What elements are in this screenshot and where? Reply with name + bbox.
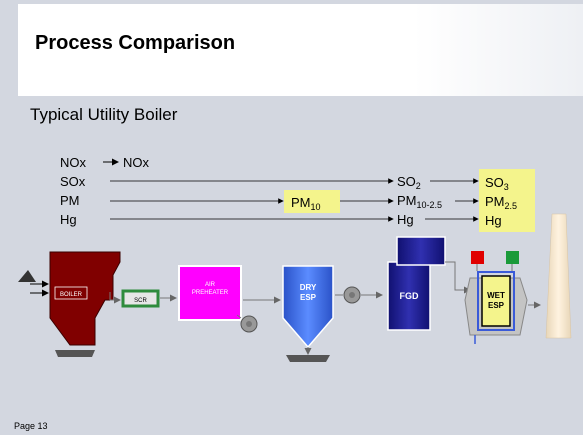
pm10-base: PM bbox=[291, 195, 311, 210]
scr-box bbox=[121, 289, 160, 308]
boiler-label: BOILER bbox=[60, 292, 83, 298]
scr-unit: SCR bbox=[121, 289, 160, 308]
so2-base: SO bbox=[397, 174, 416, 189]
dry-esp-unit: DRY ESP bbox=[282, 265, 334, 362]
output-box: SO3 PM2.5 Hg bbox=[479, 169, 535, 232]
wet-esp-red-indicator bbox=[471, 251, 484, 264]
pm25-base: PM bbox=[485, 194, 505, 209]
pm10-sub: 10 bbox=[311, 202, 321, 212]
dry-esp-shape bbox=[282, 265, 334, 349]
pm1025-base: PM bbox=[397, 193, 417, 208]
stack-icon bbox=[545, 213, 572, 339]
wet-esp-box bbox=[481, 275, 511, 327]
dry-esp-label-2: ESP bbox=[300, 293, 317, 302]
fgd-top bbox=[396, 236, 446, 266]
wet-esp-label-2: ESP bbox=[488, 301, 505, 310]
boiler-shape bbox=[49, 251, 121, 346]
hg-mid-label: Hg bbox=[397, 212, 414, 227]
boiler-unit: BOILER bbox=[49, 251, 121, 357]
fgd-unit: FGD bbox=[387, 236, 446, 331]
so3-base: SO bbox=[485, 175, 504, 190]
fgd-label: FGD bbox=[400, 291, 419, 301]
svg-text:SO2: SO2 bbox=[397, 174, 421, 191]
mid-stream-labels: SO2 PM10-2.5 Hg bbox=[397, 174, 479, 227]
fan-icon bbox=[343, 286, 361, 304]
svg-text:SO3: SO3 bbox=[485, 175, 509, 192]
so2-sub: 2 bbox=[416, 181, 421, 191]
nox-out-label: NOx bbox=[123, 155, 150, 170]
page-label: Page 13 bbox=[14, 421, 48, 431]
flyash-hopper-icon bbox=[286, 355, 330, 362]
air-preheater-box bbox=[178, 265, 242, 321]
air-preheater-unit: AIR PREHEATER bbox=[178, 265, 242, 321]
wet-esp-green-indicator bbox=[506, 251, 519, 264]
svg-text:PM10: PM10 bbox=[291, 195, 321, 212]
pm1025-sub: 10-2.5 bbox=[417, 200, 443, 210]
dry-esp-label-1: DRY bbox=[300, 283, 317, 292]
pollutant-labels: NOx NOx SOx PM Hg bbox=[60, 155, 394, 227]
svg-text:PM10-2.5: PM10-2.5 bbox=[397, 193, 442, 210]
coal-feed-icon bbox=[18, 270, 49, 297]
hg-out-label: Hg bbox=[485, 213, 502, 228]
svg-text:PM2.5: PM2.5 bbox=[485, 194, 517, 211]
hg-label: Hg bbox=[60, 212, 77, 227]
fan-icon bbox=[236, 314, 258, 333]
scr-label: SCR bbox=[134, 298, 147, 304]
air-preheater-label-2: PREHEATER bbox=[192, 290, 229, 296]
pm-label: PM bbox=[60, 193, 80, 208]
slide-title: Process Comparison bbox=[35, 32, 236, 54]
sox-label: SOx bbox=[60, 174, 86, 189]
wet-esp-unit: WET ESP bbox=[464, 251, 528, 344]
output-highlight bbox=[479, 169, 535, 232]
title-banner bbox=[18, 4, 583, 96]
wet-esp-label-1: WET bbox=[487, 291, 505, 300]
pm10-box: PM10 bbox=[284, 190, 340, 213]
ash-hopper-icon bbox=[55, 350, 95, 357]
nox-in-label: NOx bbox=[60, 155, 87, 170]
slide-subtitle: Typical Utility Boiler bbox=[30, 105, 178, 124]
pm10-highlight bbox=[284, 190, 340, 213]
pm25-sub: 2.5 bbox=[505, 201, 518, 211]
fgd-to-wetesp-arrow bbox=[445, 261, 471, 294]
air-preheater-label-1: AIR bbox=[205, 282, 216, 288]
so3-sub: 3 bbox=[504, 182, 509, 192]
